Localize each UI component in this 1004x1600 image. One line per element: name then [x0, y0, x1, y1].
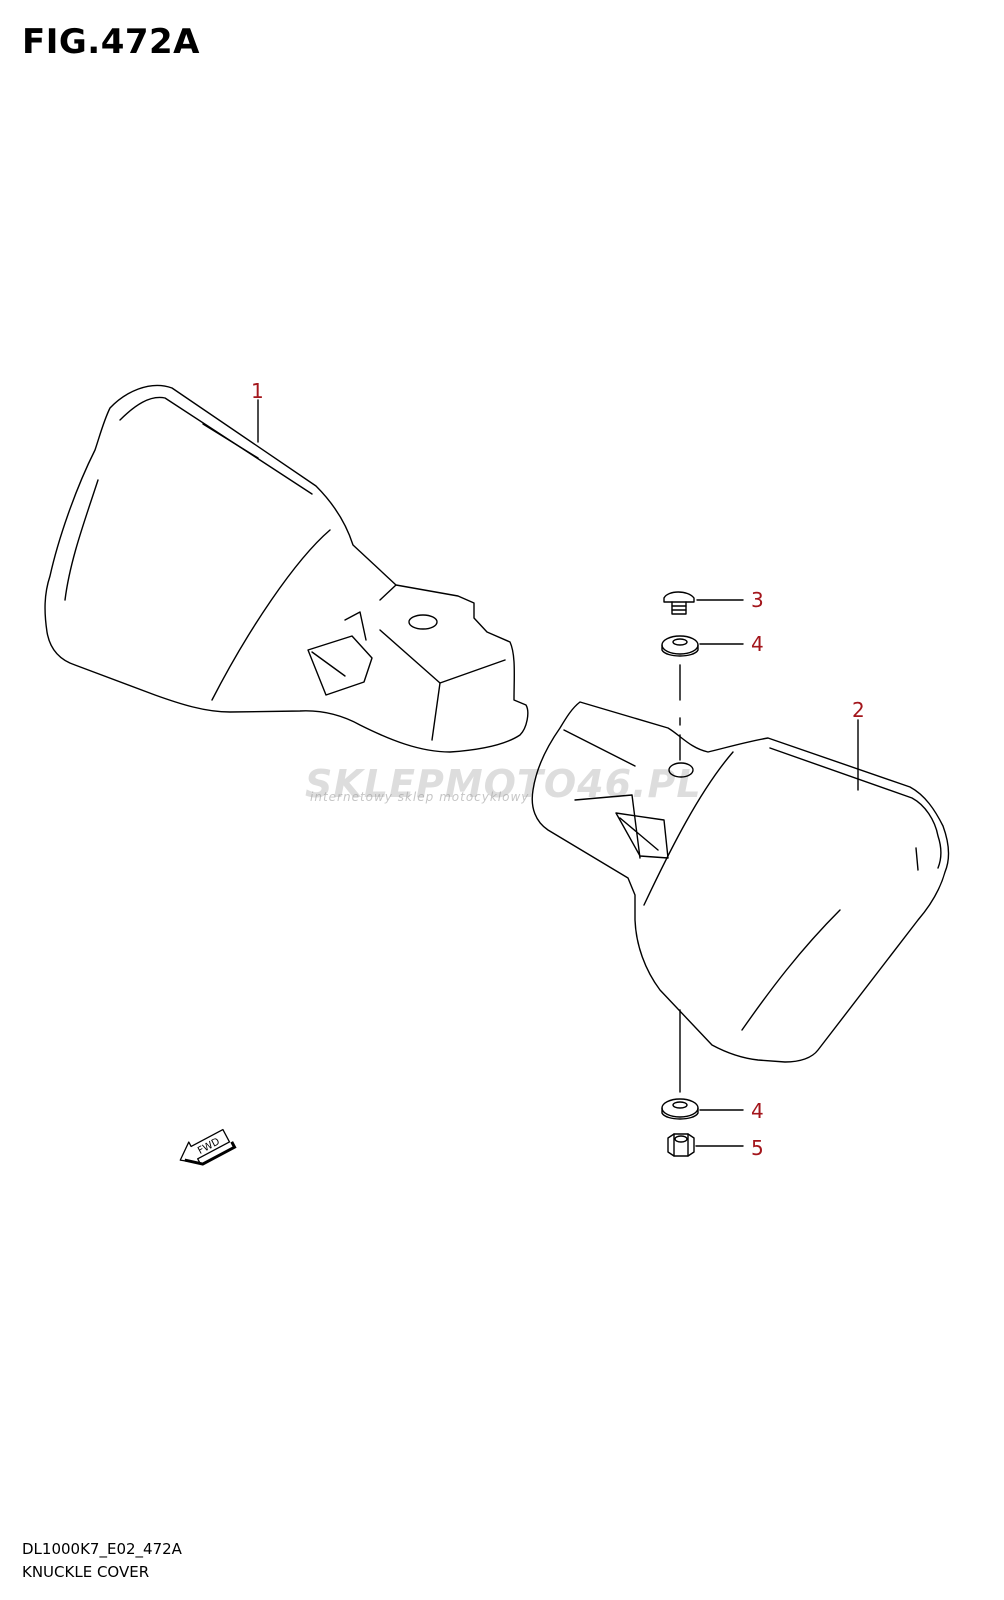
- watermark: SKLEPMOTO46.PL: [305, 762, 702, 806]
- watermark-subtitle: internetowy sklep motocyklowy: [310, 790, 530, 804]
- callout-5: 5: [751, 1136, 764, 1160]
- footer-diagram-code: DL1000K7_E02_472A: [22, 1540, 182, 1558]
- footer-caption: KNUCKLE COVER: [22, 1563, 150, 1581]
- knuckle-cover-left: [44, 384, 529, 753]
- screw-3: [663, 591, 695, 615]
- fwd-arrow-label: FWD: [196, 1136, 222, 1157]
- callout-4-lower: 4: [751, 1099, 764, 1123]
- figure-title: FIG.472A: [22, 22, 200, 62]
- nut-5: [667, 1133, 695, 1157]
- callout-2: 2: [852, 698, 865, 722]
- knuckle-cover-right: [531, 701, 950, 1063]
- callout-3: 3: [751, 588, 764, 612]
- washer-4-upper: [661, 635, 699, 657]
- fwd-arrow: FWD: [179, 1128, 237, 1166]
- callout-1: 1: [251, 379, 264, 403]
- callout-4-upper: 4: [751, 632, 764, 656]
- washer-4-lower: [661, 1098, 699, 1120]
